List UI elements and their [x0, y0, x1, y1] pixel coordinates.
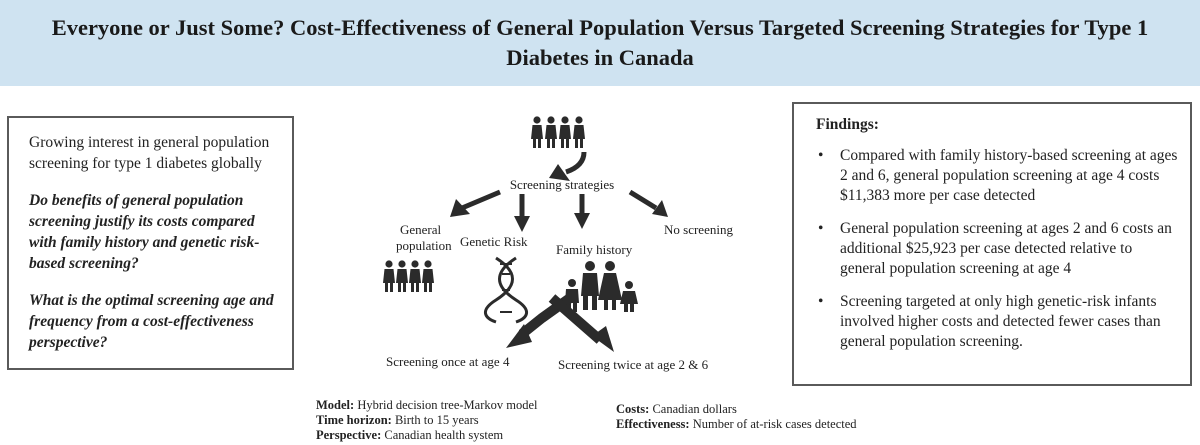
- outcome-arrowhead-twice: [592, 326, 614, 352]
- research-question-1: Do benefits of general population screen…: [29, 192, 260, 272]
- finding-item: • Compared with family history-based scr…: [816, 146, 1178, 206]
- family-icon: [565, 261, 638, 312]
- screening-strategies-label: Screening strategies: [510, 177, 614, 192]
- branch-label-family: Family history: [556, 242, 633, 257]
- perspective-row: Perspective: Canadian health system: [316, 428, 537, 443]
- screening-strategy-diagram: Screening strategies General population …: [383, 116, 733, 372]
- outcome-arrowhead-once: [506, 324, 532, 348]
- finding-item: • Screening targeted at only high geneti…: [816, 292, 1178, 352]
- family-group-icon: [531, 116, 585, 148]
- outcome-label-twice: Screening twice at age 2 & 6: [558, 357, 709, 372]
- background-intro: Growing interest in general population s…: [29, 134, 270, 172]
- cost-details: Costs: Canadian dollars Effectiveness: N…: [616, 402, 857, 432]
- effectiveness-label: Effectiveness:: [616, 417, 690, 431]
- finding-text: Screening targeted at only high genetic-…: [840, 293, 1161, 350]
- branch-arrow-none: [628, 189, 668, 217]
- time-horizon-row: Time horizon: Birth to 15 years: [316, 413, 537, 428]
- branch-arrow-general: [450, 189, 501, 217]
- outcome-label-once: Screening once at age 4: [386, 354, 510, 369]
- effectiveness-value: Number of at-risk cases detected: [692, 417, 857, 431]
- findings-panel: Findings: • Compared with family history…: [792, 102, 1192, 386]
- page-title: Everyone or Just Some? Cost-Effectivenes…: [51, 15, 1149, 70]
- finding-text: Compared with family history-based scree…: [840, 147, 1178, 204]
- title-banner: Everyone or Just Some? Cost-Effectivenes…: [0, 0, 1200, 86]
- outcome-arrows: [518, 293, 604, 344]
- branch-label-genetic: Genetic Risk: [460, 234, 528, 249]
- finding-bullet: •: [818, 220, 824, 237]
- time-horizon-value: Birth to 15 years: [394, 413, 479, 427]
- finding-bullet: •: [818, 147, 824, 164]
- model-label: Model:: [316, 398, 355, 412]
- time-horizon-label: Time horizon:: [316, 413, 392, 427]
- branch-arrow-family: [574, 194, 590, 229]
- finding-text: General population screening at ages 2 a…: [840, 220, 1172, 277]
- perspective-label: Perspective:: [316, 428, 382, 442]
- finding-item: • General population screening at ages 2…: [816, 219, 1178, 279]
- research-question-2: What is the optimal screening age and fr…: [29, 292, 274, 351]
- costs-value: Canadian dollars: [652, 402, 737, 416]
- model-value: Hybrid decision tree-Markov model: [357, 398, 538, 412]
- model-row: Model: Hybrid decision tree-Markov model: [316, 398, 537, 413]
- background-panel: Growing interest in general population s…: [7, 116, 294, 370]
- effectiveness-row: Effectiveness: Number of at-risk cases d…: [616, 417, 857, 432]
- dna-icon: [484, 256, 528, 324]
- people-row-icon: [383, 260, 434, 292]
- branch-label-population: population: [396, 238, 452, 253]
- costs-row: Costs: Canadian dollars: [616, 402, 857, 417]
- model-details: Model: Hybrid decision tree-Markov model…: [316, 398, 537, 443]
- curved-arrow-icon: [549, 151, 587, 181]
- finding-bullet: •: [818, 293, 824, 310]
- findings-title: Findings:: [816, 116, 879, 133]
- branch-label-general: General: [400, 222, 442, 237]
- costs-label: Costs:: [616, 402, 650, 416]
- branch-label-none: No screening: [664, 222, 733, 237]
- branch-arrow-genetic: [514, 194, 530, 232]
- perspective-value: Canadian health system: [384, 428, 504, 442]
